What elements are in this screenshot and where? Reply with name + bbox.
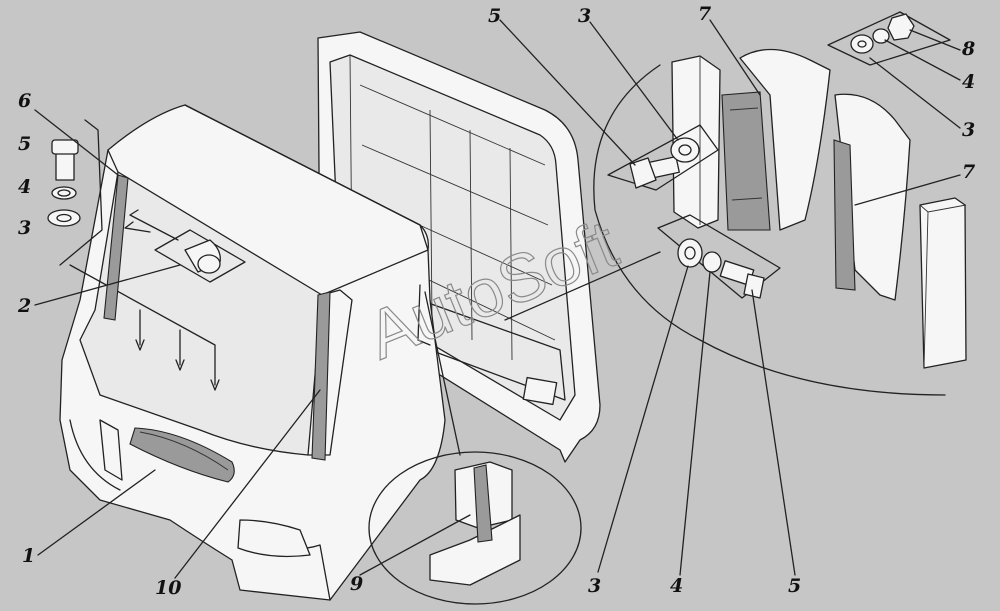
clip-part [154,229,246,283]
callout-2: 2 [17,295,31,317]
callout-5-bottom: 5 [788,575,801,597]
callout-6: 6 [18,90,31,112]
detail-view-tube [368,291,582,605]
callout-4-right: 4 [962,71,975,93]
detail-view-bracket [504,11,967,396]
callout-9: 9 [350,573,363,595]
seal-strip-right [311,291,331,461]
callout-10: 10 [155,577,181,599]
callout-labels: 6 5 4 3 2 1 10 9 5 3 7 8 4 3 7 3 4 5 [17,3,975,599]
callout-4-bottom: 4 [670,575,683,597]
callout-3-left: 3 [18,217,31,239]
bolt-washer-stack-left [47,119,103,266]
callout-7-right: 7 [962,161,975,183]
flow-arrows [69,209,220,391]
callout-5-left: 5 [18,133,31,155]
leader-lines [34,19,961,579]
callout-7-top: 7 [698,3,711,25]
callout-5-top: 5 [488,5,501,27]
callout-1: 1 [22,545,35,567]
callout-3-top: 3 [578,5,591,27]
callout-3-bottom: 3 [588,575,601,597]
cab-rear-frame [317,31,601,463]
callout-8: 8 [961,38,975,60]
callout-3-right: 3 [962,119,975,141]
callout-4-left: 4 [18,176,31,198]
